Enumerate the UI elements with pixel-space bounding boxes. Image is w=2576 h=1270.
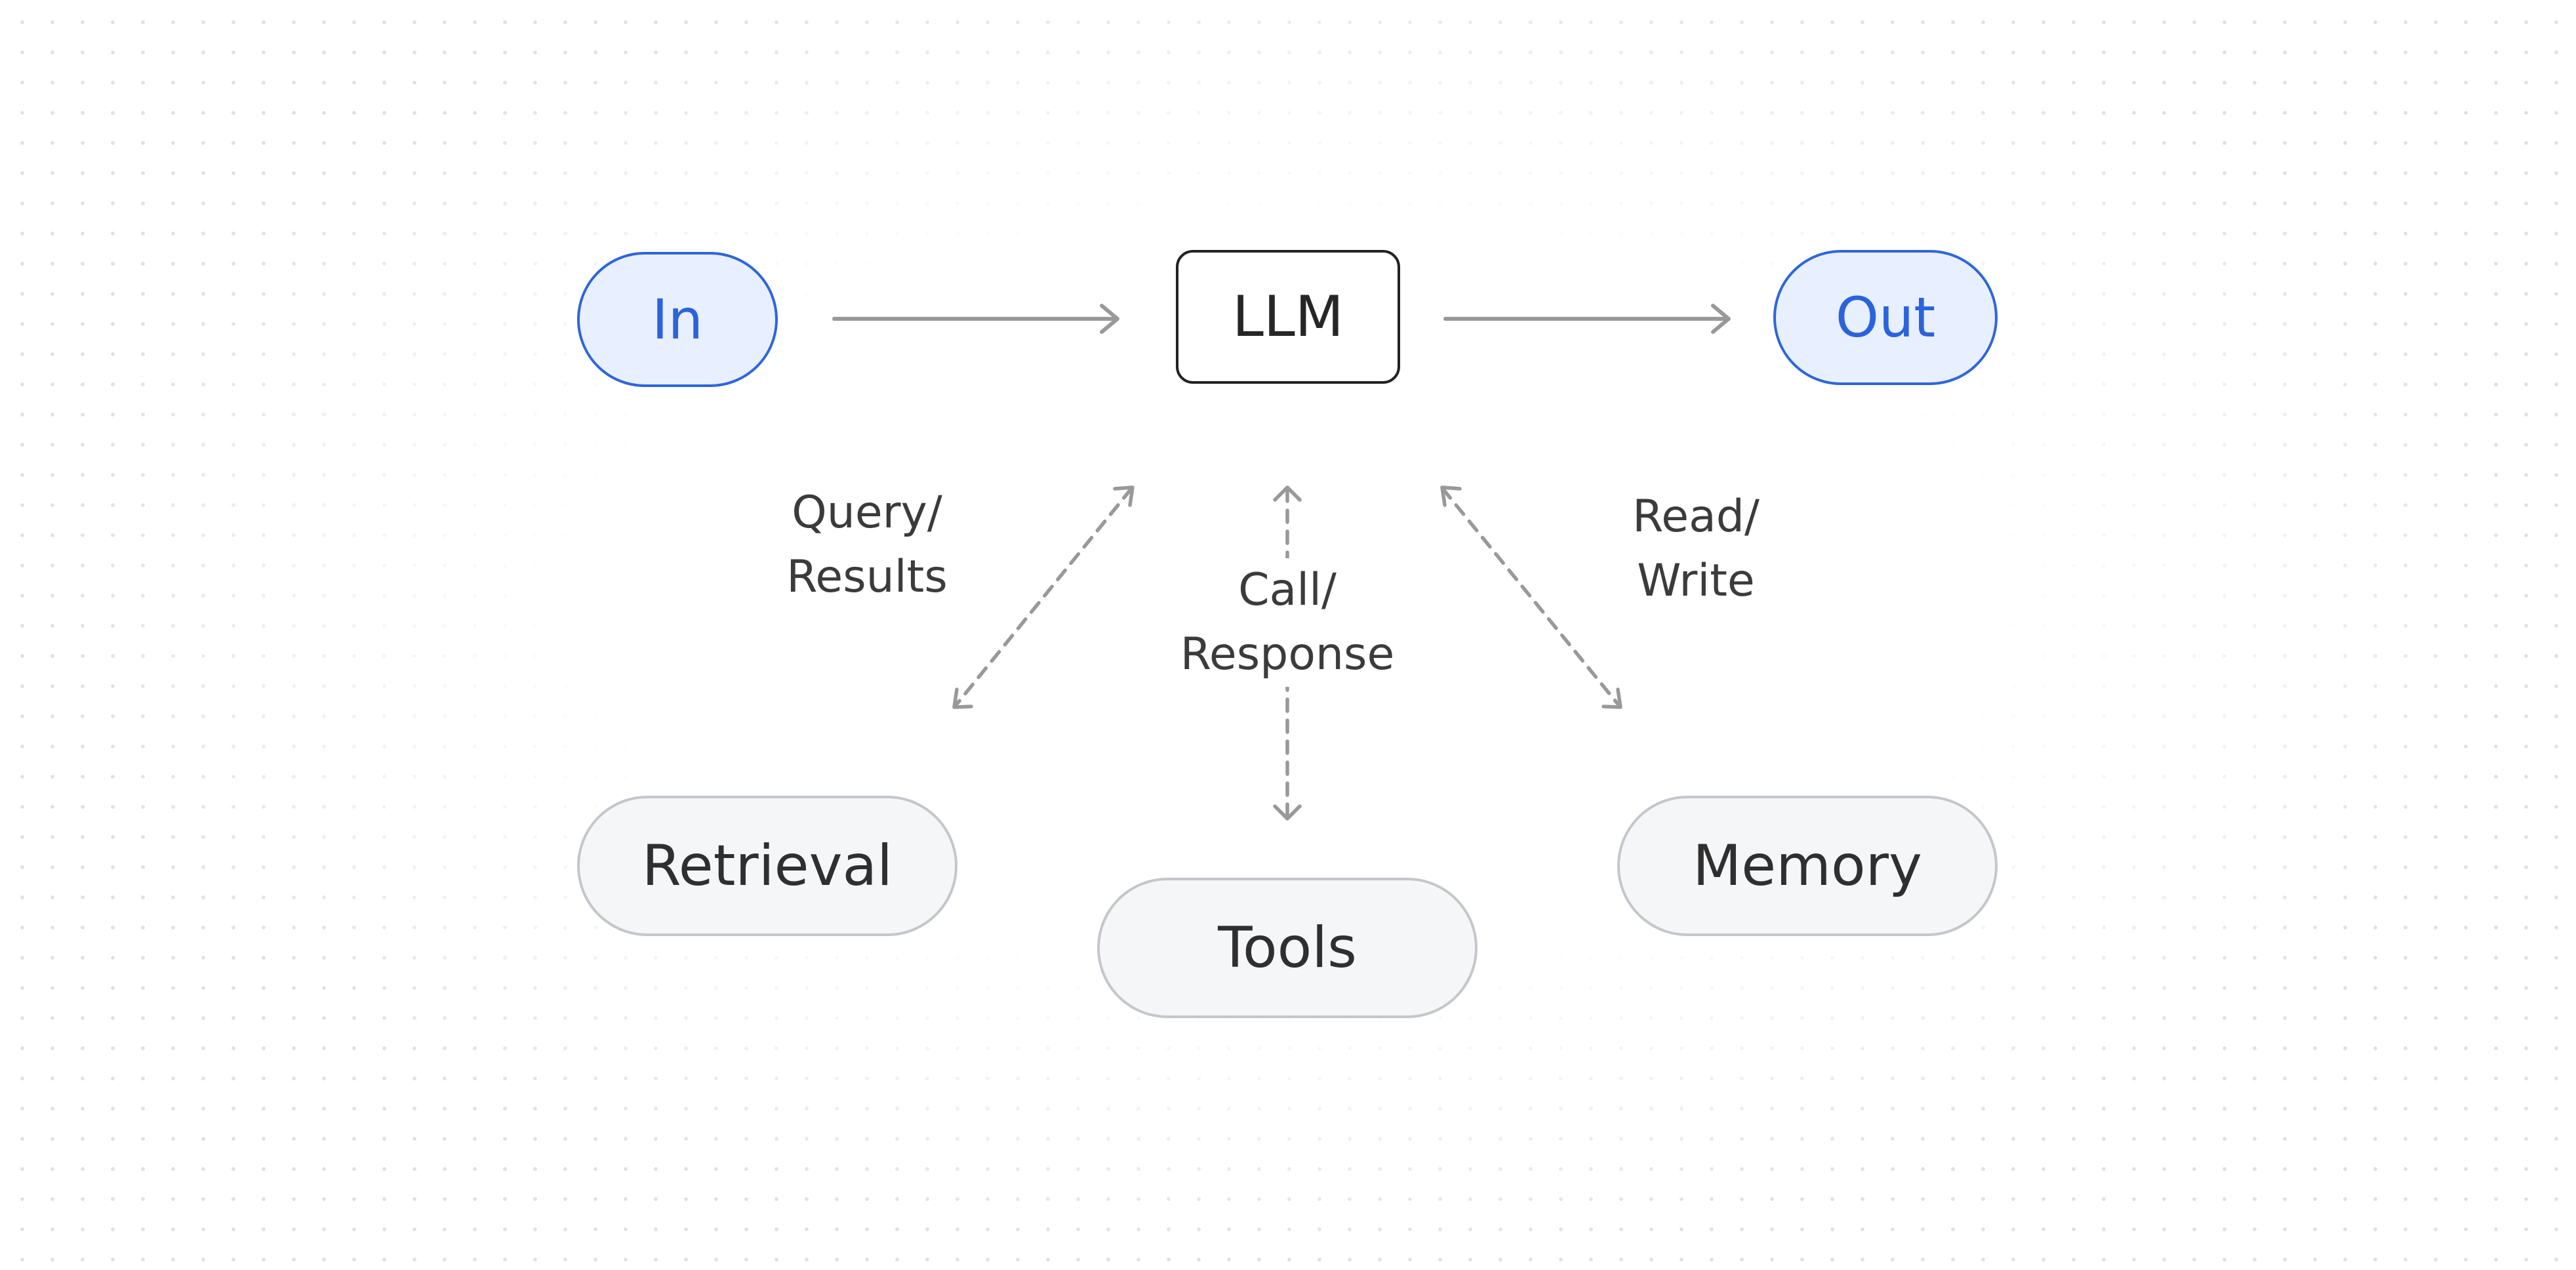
- edge-in-to-llm: [832, 304, 1119, 334]
- edge-llm-memory: [1440, 485, 1622, 709]
- node-label: Memory: [1693, 833, 1922, 899]
- node-memory[interactable]: Memory: [1617, 796, 1998, 936]
- edge-label-line: Results: [786, 551, 948, 603]
- edge-label-line: Response: [1180, 628, 1395, 680]
- edge-label-line: Read/: [1632, 491, 1760, 543]
- edge-llm-tools: [1273, 485, 1302, 821]
- edge-label-retrieval: Query/ Results: [786, 481, 948, 609]
- arrowhead-icon: [1601, 687, 1622, 709]
- edge-llm-to-out: [1443, 304, 1731, 334]
- node-out[interactable]: Out: [1773, 250, 1998, 385]
- edge-label-line: Call/: [1238, 564, 1337, 616]
- node-label: LLM: [1232, 284, 1344, 350]
- node-label: Tools: [1218, 915, 1357, 981]
- node-tools[interactable]: Tools: [1097, 878, 1478, 1018]
- edge-llm-retrieval: [952, 485, 1135, 709]
- node-label: In: [651, 287, 703, 352]
- edge-label-memory: Read/ Write: [1632, 485, 1760, 613]
- arrowhead-icon: [1100, 304, 1119, 334]
- arrowhead-icon: [1440, 485, 1462, 507]
- edge-label-line: Query/: [792, 487, 942, 539]
- arrowhead-icon: [1711, 304, 1731, 334]
- node-label: Retrieval: [641, 833, 893, 899]
- arrowhead-icon: [952, 687, 973, 709]
- node-retrieval[interactable]: Retrieval: [577, 796, 957, 936]
- node-llm[interactable]: LLM: [1176, 250, 1400, 384]
- edge-label-line: Write: [1637, 555, 1755, 607]
- edge-label-tools: Call/ Response: [1180, 558, 1395, 687]
- arrowhead-icon: [1113, 485, 1135, 507]
- node-in[interactable]: In: [577, 252, 778, 387]
- arrowhead-icon: [1273, 485, 1302, 502]
- arrowhead-icon: [1273, 804, 1302, 821]
- node-label: Out: [1835, 285, 1936, 350]
